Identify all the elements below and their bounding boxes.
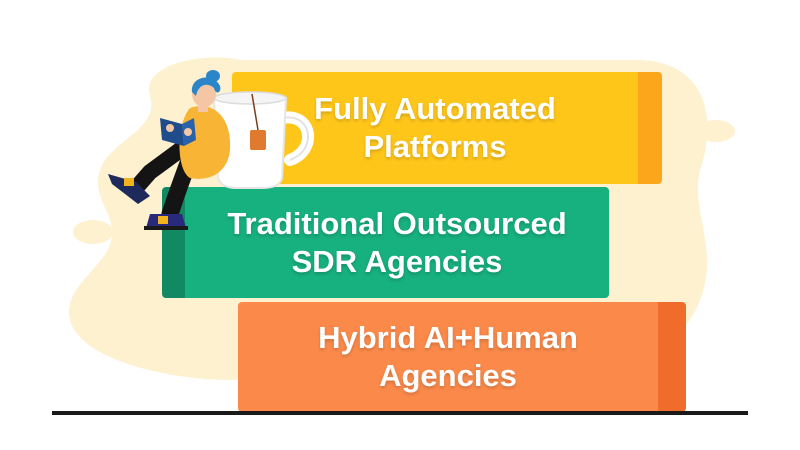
block-2-label: Traditional Outsourced SDR Agencies — [227, 205, 567, 279]
tea-bag-icon — [250, 93, 266, 150]
ground-line — [52, 411, 748, 415]
shoe-icon — [108, 174, 188, 230]
block-1-label: Fully Automated Platforms — [314, 91, 556, 164]
block-1-side — [638, 72, 662, 184]
block-hybrid-ai-human: Hybrid AI+Human Agencies — [238, 302, 658, 412]
block-3-side — [658, 302, 686, 412]
block-3-label: Hybrid AI+Human Agencies — [318, 320, 578, 393]
block-traditional-outsourced: Traditional Outsourced SDR Agencies — [185, 187, 609, 298]
